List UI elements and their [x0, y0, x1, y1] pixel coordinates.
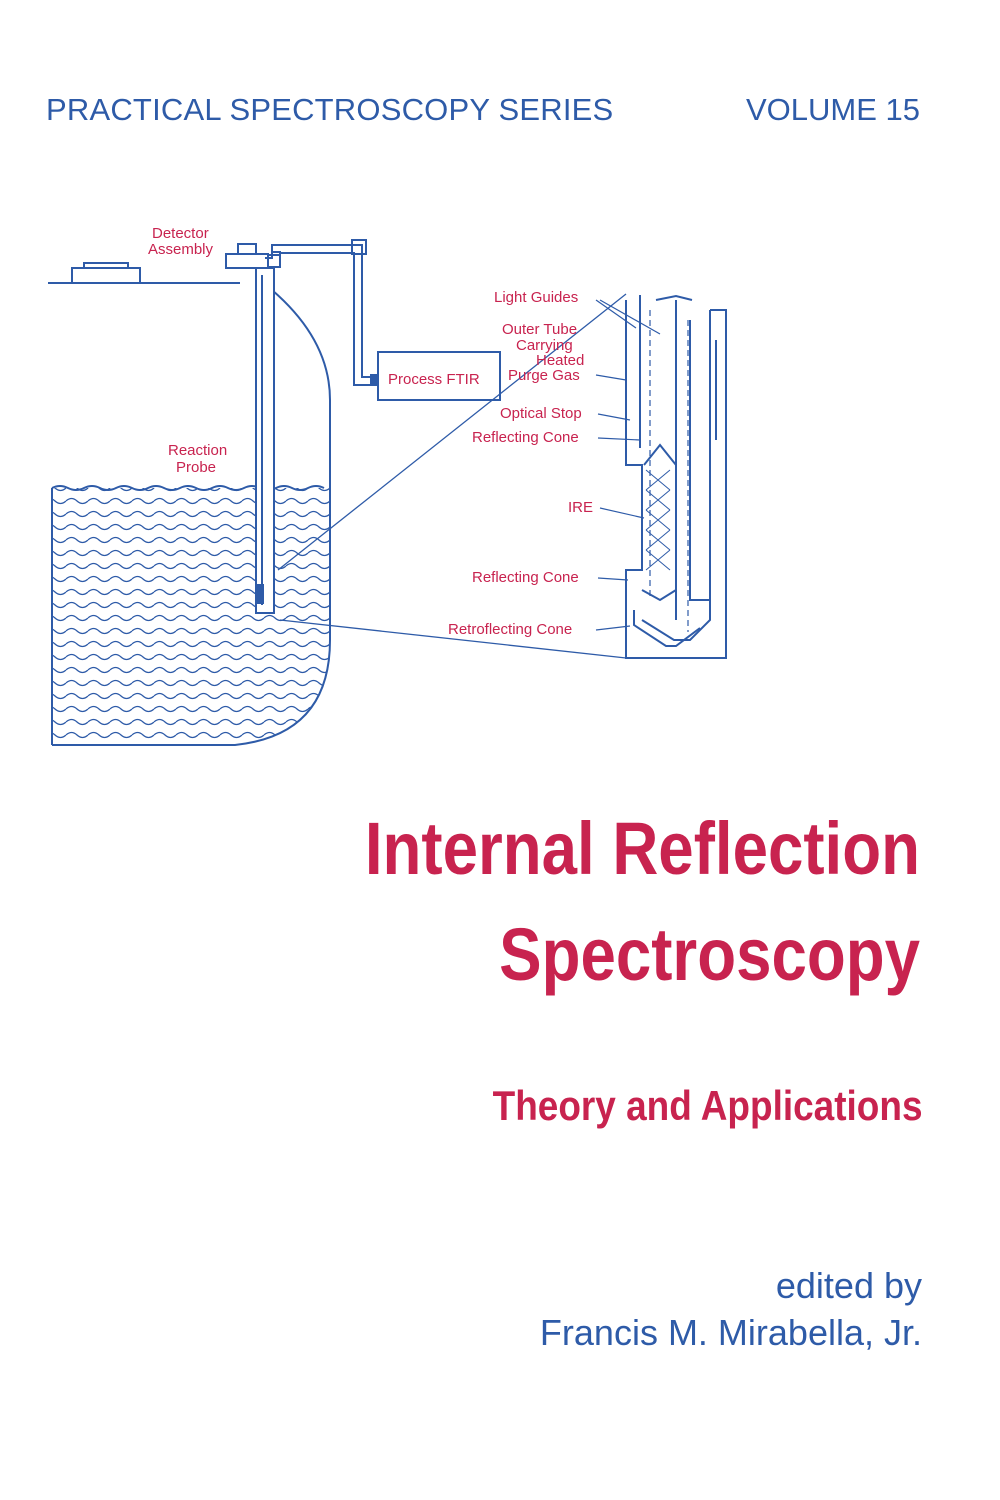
detector-label-2: Assembly — [148, 241, 214, 258]
liquid-waves — [52, 488, 330, 745]
probe-cross-section — [625, 294, 727, 659]
outer-tube-label-4: Purge Gas — [508, 367, 580, 384]
volume-number: VOLUME 15 — [745, 92, 920, 127]
ire-label: IRE — [568, 499, 593, 516]
optical-stop-label: Optical Stop — [500, 405, 582, 422]
light-guides-label: Light Guides — [494, 289, 578, 306]
outer-tube-label-2: Carrying — [516, 337, 573, 354]
reflecting-cone-top-label: Reflecting Cone — [472, 429, 579, 446]
book-title-line2: Spectroscopy — [499, 913, 920, 996]
reaction-label-1: Reaction — [168, 442, 227, 459]
retroflecting-cone-label: Retroflecting Cone — [448, 621, 572, 638]
detector-label-1: Detector — [152, 225, 209, 242]
light-conduit — [265, 239, 378, 386]
series-title: PRACTICAL SPECTROSCOPY SERIES — [46, 92, 614, 127]
reaction-probe-diagram: Process FTIR Detector Assembly Reaction … — [48, 225, 727, 746]
zoom-lines — [277, 293, 627, 659]
process-ftir-box — [377, 351, 501, 401]
reaction-probe — [225, 243, 275, 614]
reflecting-cone-bottom-label: Reflecting Cone — [472, 569, 579, 586]
book-subtitle: Theory and Applications — [492, 1082, 922, 1129]
book-title-line1: Internal Reflection — [364, 807, 920, 890]
edited-by-label: edited by — [775, 1265, 922, 1306]
leader-lines — [595, 299, 661, 631]
outer-tube-label-1: Outer Tube — [502, 321, 577, 338]
outer-tube-label-3: Heated — [536, 352, 584, 369]
process-ftir-label: Process FTIR — [388, 371, 480, 388]
editor-name: Francis M. Mirabella, Jr. — [539, 1312, 922, 1353]
reaction-label-2: Probe — [176, 459, 216, 476]
